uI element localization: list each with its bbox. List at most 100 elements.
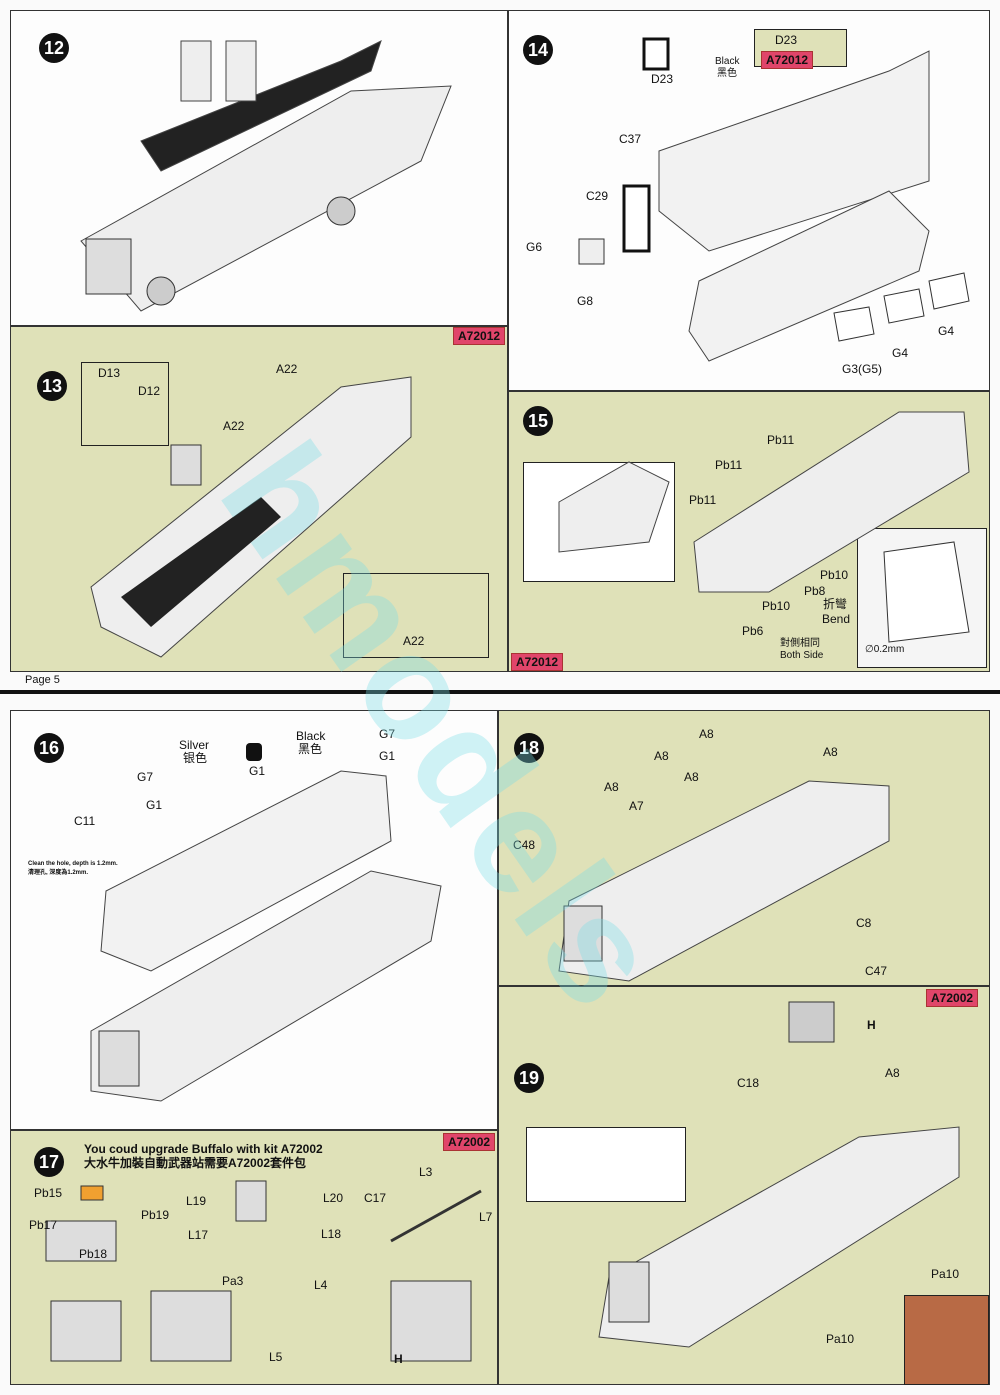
part-label: C11 <box>74 814 96 828</box>
upgrade-note: You coud upgrade Buffalo with kit A72002 <box>84 1142 323 1156</box>
color-label-zh: 黑色 <box>717 68 737 79</box>
drill-note: Clean the hole, depth is 1.2mm. <box>28 861 118 867</box>
both-side-label: Both Side <box>780 650 824 661</box>
part-label: D23 <box>775 33 798 47</box>
bend-label-zh: 折彎 <box>823 597 848 611</box>
step-16-panel: 16 Silver 银色 G1 Black 黑色 G7 G1 G7 G1 C11… <box>10 710 498 1130</box>
step-number: 18 <box>514 733 544 763</box>
color-label-zh: 黑色 <box>298 742 323 756</box>
part-label: G7 <box>137 770 154 784</box>
part-label: G7 <box>379 727 396 741</box>
part-label: G6 <box>526 240 543 254</box>
kit-badge: A72012 <box>761 51 814 69</box>
part-label: L7 <box>479 1210 493 1224</box>
part-label: Pb11 <box>767 433 795 447</box>
bend-label: Bend <box>822 612 851 626</box>
part-label: L20 <box>323 1191 344 1205</box>
weapon-station-parts-drawing <box>45 1180 482 1362</box>
part-label: Pb17 <box>29 1218 58 1232</box>
both-side-label-zh: 對側相同 <box>780 638 820 649</box>
color-label: Black <box>715 56 740 67</box>
kit-badge: A72012 <box>453 327 506 345</box>
step-15-panel: 15 Pb11 Pb11 Pb11 Pb10 Pb8 Pb10 折彎 Bend … <box>508 391 990 672</box>
part-label: Pb6 <box>742 624 764 638</box>
page-divider <box>0 690 1000 694</box>
part-label: Pb10 <box>820 568 849 582</box>
part-label: Pb8 <box>804 584 826 598</box>
vehicle-interior-drawing <box>90 376 412 658</box>
kit-badge: A72002 <box>443 1133 496 1151</box>
part-label: Pb15 <box>34 1186 63 1200</box>
part-label: C48 <box>513 838 536 852</box>
step-14-panel: 14 D23 Black 黑色 D23 A72012 C37 C29 G6 G8… <box>508 10 990 391</box>
part-label: L4 <box>314 1278 328 1292</box>
color-label: Silver <box>179 738 210 752</box>
part-label: C8 <box>856 916 872 930</box>
step-13-panel: 13 A72012 D13 D12 A22 A22 A22 <box>10 326 508 672</box>
part-label: C47 <box>865 964 888 978</box>
part-label: Pb10 <box>762 599 791 613</box>
part-label: D12 <box>138 384 161 398</box>
step-17-panel: 17 A72002 You coud upgrade Buffalo with … <box>10 1130 498 1385</box>
part-label: Pb18 <box>79 1247 108 1261</box>
part-label: A8 <box>654 749 669 763</box>
step-19-panel: 19 A72002 H C18 A8 Pa10 Pa10 <box>498 986 990 1385</box>
vehicle-roof-drawing <box>558 780 890 982</box>
part-label: A8 <box>604 780 619 794</box>
part-label: G1 <box>249 764 266 778</box>
page-number: Page 5 <box>25 674 60 686</box>
part-label: L5 <box>269 1350 283 1364</box>
part-label: L17 <box>188 1228 209 1242</box>
step-number: 19 <box>514 1063 544 1093</box>
part-label: L3 <box>419 1165 433 1179</box>
part-label: G3(G5) <box>842 362 883 376</box>
part-label: C17 <box>364 1191 387 1205</box>
part-label: G4 <box>938 324 955 338</box>
vehicle-assembly-drawing <box>90 743 442 1102</box>
step-number: 17 <box>34 1147 64 1177</box>
kit-badge: A72002 <box>926 989 979 1007</box>
step-18-panel: 18 A8 A8 A8 A8 A8 A7 C48 C8 C47 <box>498 710 990 986</box>
kit-badge: A72012 <box>511 653 564 671</box>
part-label: Pa10 <box>931 1267 960 1281</box>
step-number: 14 <box>523 35 553 65</box>
part-label: D23 <box>651 72 674 86</box>
part-label: A8 <box>885 1066 900 1080</box>
part-label: H <box>394 1352 403 1366</box>
drill-note-zh: 清理孔, 深度為1.2mm. <box>28 870 89 876</box>
part-label: A7 <box>629 799 644 813</box>
step-number: 13 <box>37 371 67 401</box>
part-label: A22 <box>223 419 245 433</box>
part-label: L18 <box>321 1227 342 1241</box>
part-label: D13 <box>98 366 121 380</box>
color-label: Black <box>296 729 326 743</box>
part-label: A22 <box>403 634 425 648</box>
drill-size-label: ∅0.2mm <box>865 644 905 655</box>
vehicle-hull-drawing <box>578 37 970 362</box>
part-label: L19 <box>186 1194 207 1208</box>
part-label: Pb11 <box>689 493 717 507</box>
step-number: 15 <box>523 406 553 436</box>
part-label: H <box>867 1018 876 1032</box>
part-label: A22 <box>276 362 298 376</box>
vehicle-chassis-drawing <box>80 40 452 312</box>
step-number: 16 <box>34 733 64 763</box>
part-label: C18 <box>737 1076 760 1090</box>
part-label: Pb19 <box>141 1208 170 1222</box>
part-label: A8 <box>823 745 838 759</box>
part-label: C29 <box>586 189 609 203</box>
part-label: G1 <box>379 749 396 763</box>
part-label: A8 <box>684 770 699 784</box>
part-label: G8 <box>577 294 594 308</box>
part-label: G4 <box>892 346 909 360</box>
a22-inset <box>343 573 489 658</box>
vehicle-weapon-station-drawing <box>598 1001 960 1348</box>
detail-inset <box>526 1127 686 1202</box>
part-label: C37 <box>619 132 642 146</box>
color-label-zh: 银色 <box>183 751 208 765</box>
part-label: A8 <box>699 727 714 741</box>
step-12-panel: 12 <box>10 10 508 326</box>
photo-inset <box>904 1295 989 1385</box>
part-label: Pa10 <box>826 1332 855 1346</box>
part-label: G1 <box>146 798 163 812</box>
